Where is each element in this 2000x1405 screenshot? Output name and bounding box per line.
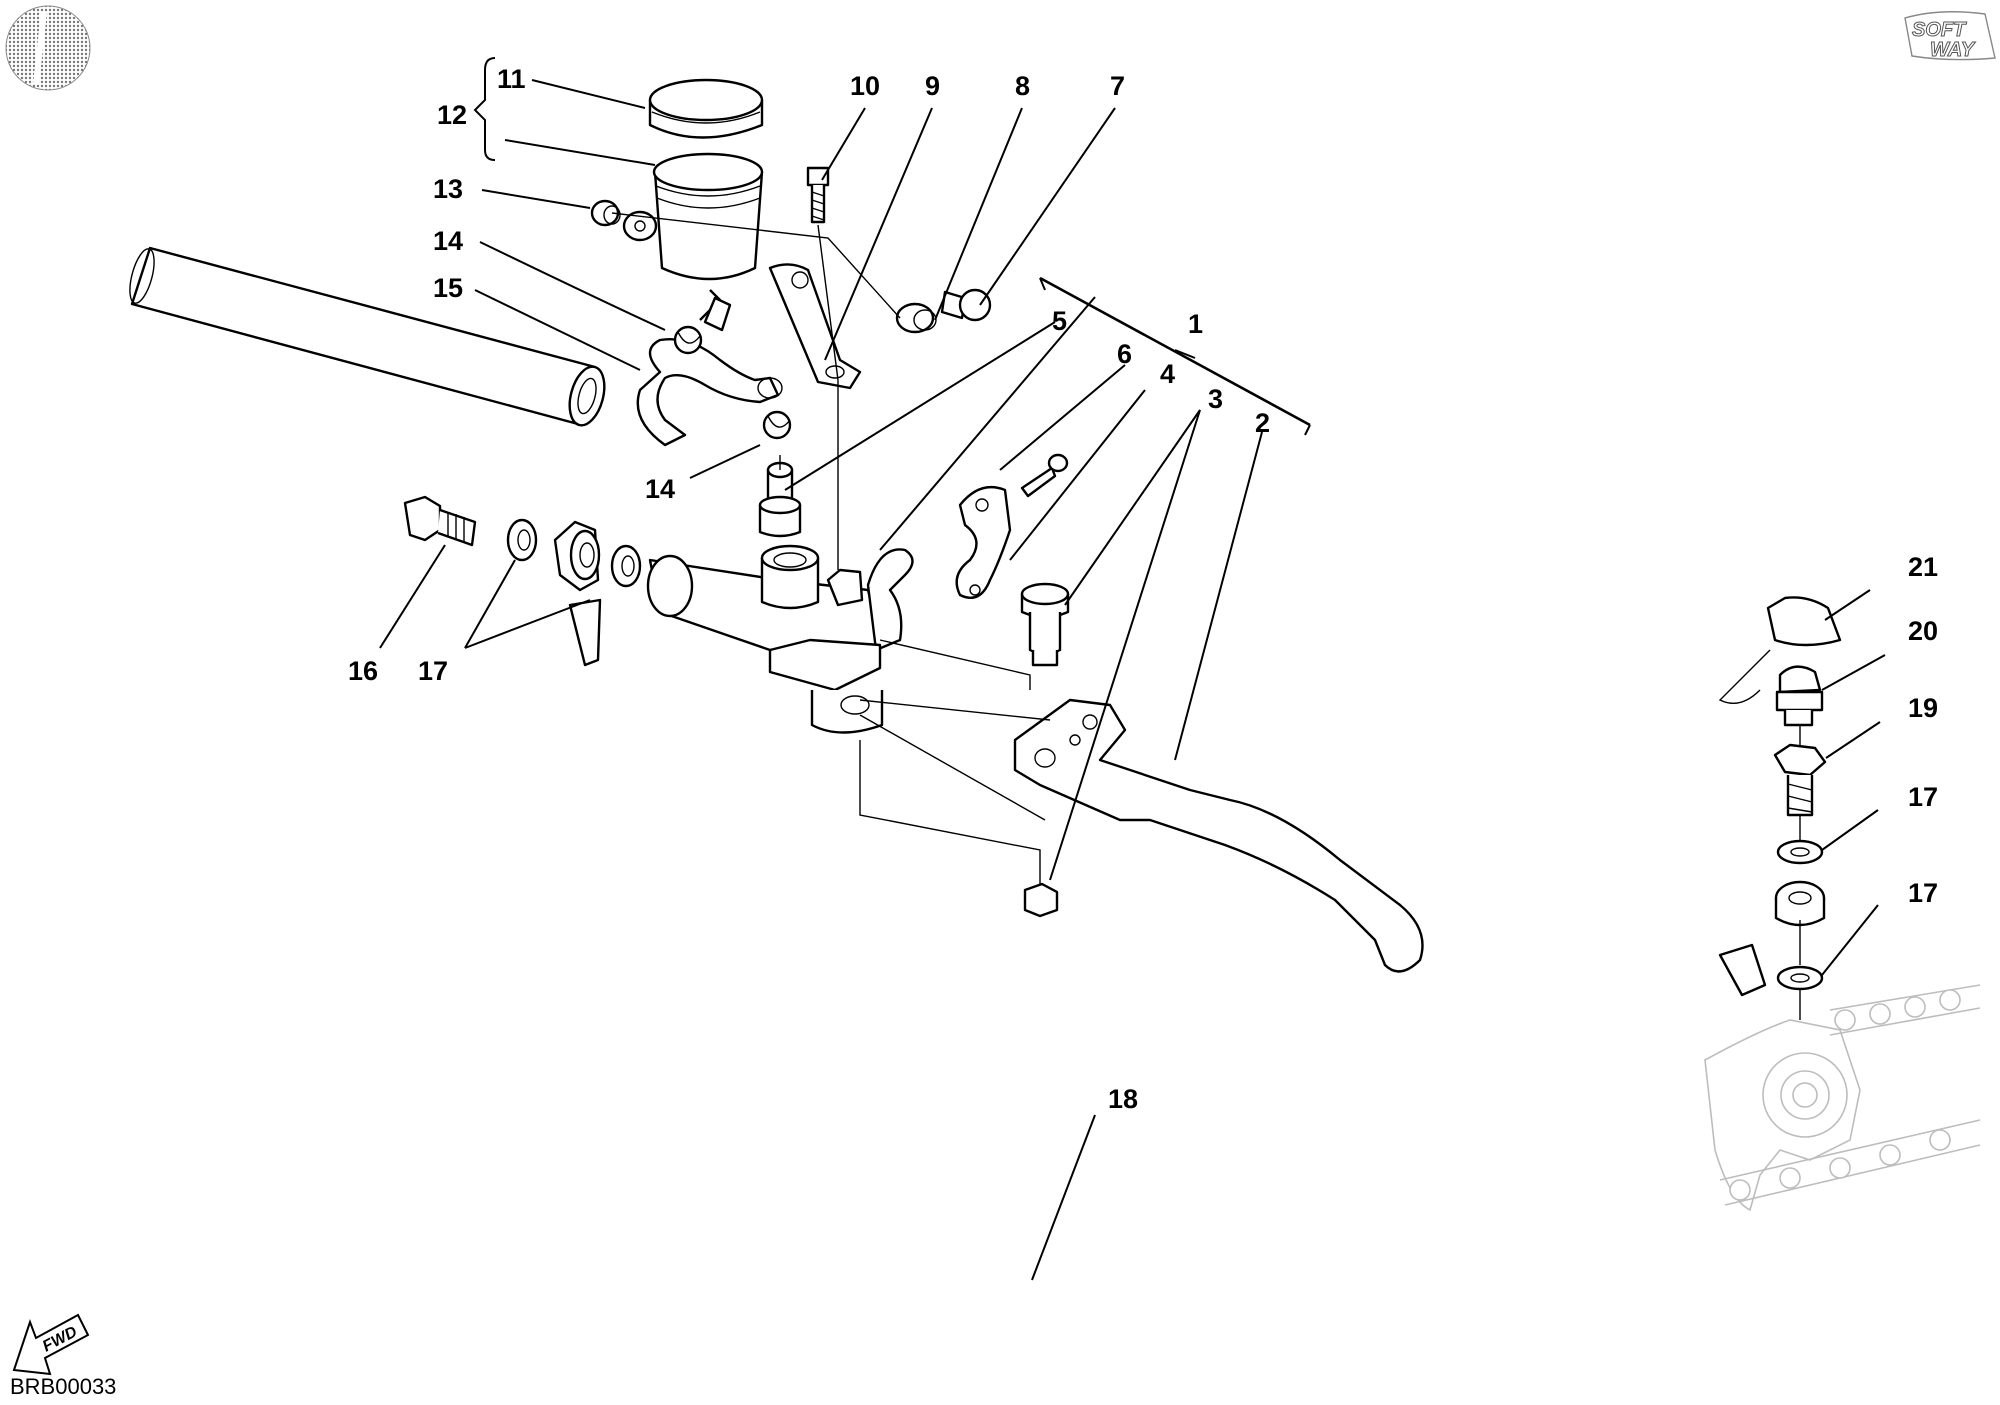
callout-labels: 1 2 3 4 5 6 7 8 9 10 11 12 13 14 14 15 1… (348, 64, 1938, 1114)
callout-8: 8 (1015, 71, 1030, 101)
hose-fitting (758, 461, 802, 538)
reservoir-cap (648, 78, 764, 139)
banjo-fitting (553, 520, 601, 592)
clutch-lever (1013, 698, 1424, 973)
forward-arrow-icon: FWD (12, 1313, 90, 1376)
callout-12: 12 (437, 100, 467, 130)
callout-11: 11 (497, 64, 526, 94)
callout-3: 3 (1208, 384, 1223, 414)
drive-chain-upper (1829, 984, 1981, 1036)
callout-2: 2 (1255, 408, 1270, 438)
clutch-hose (568, 598, 1767, 1311)
assembly-lines (611, 212, 1801, 1020)
callout-4: 4 (1160, 359, 1175, 389)
bracket-screw (806, 166, 830, 224)
bleeder-valve (1775, 665, 1824, 727)
callout-14-lower: 14 (645, 474, 675, 504)
master-cylinder-body (646, 544, 914, 734)
callout-10: 10 (850, 71, 880, 101)
hose-clamp-upper (673, 325, 703, 355)
engine-sprocket-cover (1704, 1019, 1861, 1212)
drive-chain-lower (1719, 1119, 1981, 1206)
lever-clamp (955, 485, 1012, 600)
banjo-bolt-right (1773, 743, 1827, 817)
reservoir-grommet (590, 199, 621, 227)
banjo-bolt (403, 495, 477, 547)
banjo-fitting-right (1774, 880, 1826, 927)
logo-line-1: SOFT (1912, 19, 1967, 41)
washer-right-upper (1776, 839, 1824, 865)
leader-lines (379, 79, 1886, 1281)
callout-14-upper: 14 (433, 226, 463, 256)
softway-logo: SOFT WAY (1904, 11, 1996, 62)
callout-1: 1 (1188, 309, 1203, 339)
group-brackets (473, 57, 1311, 436)
callout-17-left: 17 (418, 656, 448, 686)
callout-16: 16 (348, 656, 378, 686)
callout-21: 21 (1908, 552, 1938, 582)
reservoir-bracket (768, 263, 862, 390)
bleeder-dust-cap (1718, 596, 1842, 704)
callout-13: 13 (433, 174, 463, 204)
corner-badge-icon (5, 5, 91, 91)
callout-6: 6 (1117, 339, 1132, 369)
logo-line-2: WAY (1930, 39, 1976, 61)
washer-right-lower (1776, 965, 1824, 991)
reservoir-hose (636, 296, 783, 447)
lever-pivot-pin (1020, 582, 1070, 667)
bracket-bolt (940, 288, 992, 322)
hose-clamp-lower (762, 410, 792, 440)
drawing-code: BRB00033 (10, 1374, 116, 1399)
fluid-reservoir (622, 152, 764, 321)
callout-5: 5 (1052, 306, 1067, 336)
callout-17-right-lower: 17 (1908, 878, 1938, 908)
bracket-grommet (895, 302, 937, 334)
handlebar-tube (129, 246, 606, 427)
callout-19: 19 (1908, 693, 1938, 723)
callout-20: 20 (1908, 616, 1938, 646)
callout-17-right-upper: 17 (1908, 782, 1938, 812)
clamp-screw (1020, 453, 1069, 498)
banjo-washer-left (506, 518, 538, 562)
callout-18: 18 (1108, 1084, 1138, 1114)
callout-9: 9 (925, 71, 940, 101)
banjo-washer-right (610, 544, 642, 588)
pivot-nut (1023, 882, 1059, 918)
callout-7: 7 (1110, 71, 1125, 101)
callout-15: 15 (433, 273, 463, 303)
